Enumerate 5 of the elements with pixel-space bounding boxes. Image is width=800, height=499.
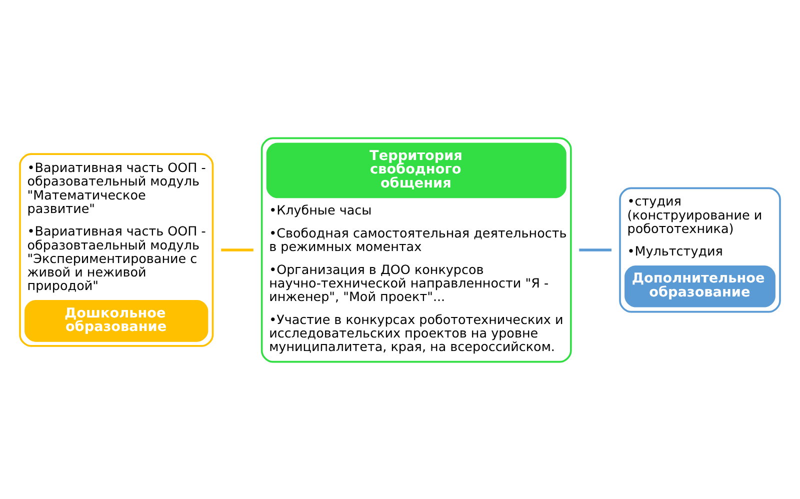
node-box: Территория свободного общения •Клубные часы •Свободная самостоятельная деятельность в режимных моментах •Организация в ДОО конкурсов научно-технической направленности "Я - инженер", "Мой проект"... •Участие в конкурсах робототехнических и исследовательских проектов на уровне муниципалитета, края, на всероссийском. bbox=[260, 136, 572, 362]
node-box: •Вариативная часть ООП - образовательный модуль "Математическое развитие" •Вариативная часть ООП - образовтаельный модуль "Экспериментирование с живой и неживой природой" Дошкольное образование bbox=[19, 152, 214, 346]
connector bbox=[221, 248, 254, 251]
node-box: •студия (конструирование и робототехника) •Мультстудия Дополнительное образование bbox=[619, 186, 781, 312]
connector bbox=[579, 248, 612, 251]
